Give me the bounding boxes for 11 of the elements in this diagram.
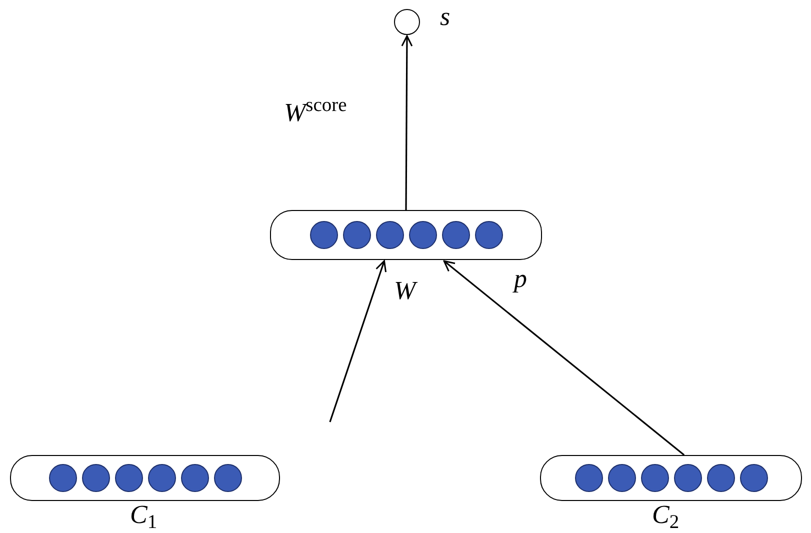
vector-box — [540, 455, 802, 501]
vector-box — [10, 455, 280, 501]
node-caption: C$_{1}$ — [130, 502, 158, 528]
weight-label: p — [514, 266, 527, 292]
arrow — [443, 260, 685, 456]
vector-box — [270, 210, 542, 260]
node-caption: s — [440, 4, 450, 30]
arrow — [329, 260, 387, 422]
arrow — [401, 35, 413, 210]
weight-label: W — [394, 278, 416, 304]
node-caption: C$_{2}$ — [652, 502, 680, 528]
